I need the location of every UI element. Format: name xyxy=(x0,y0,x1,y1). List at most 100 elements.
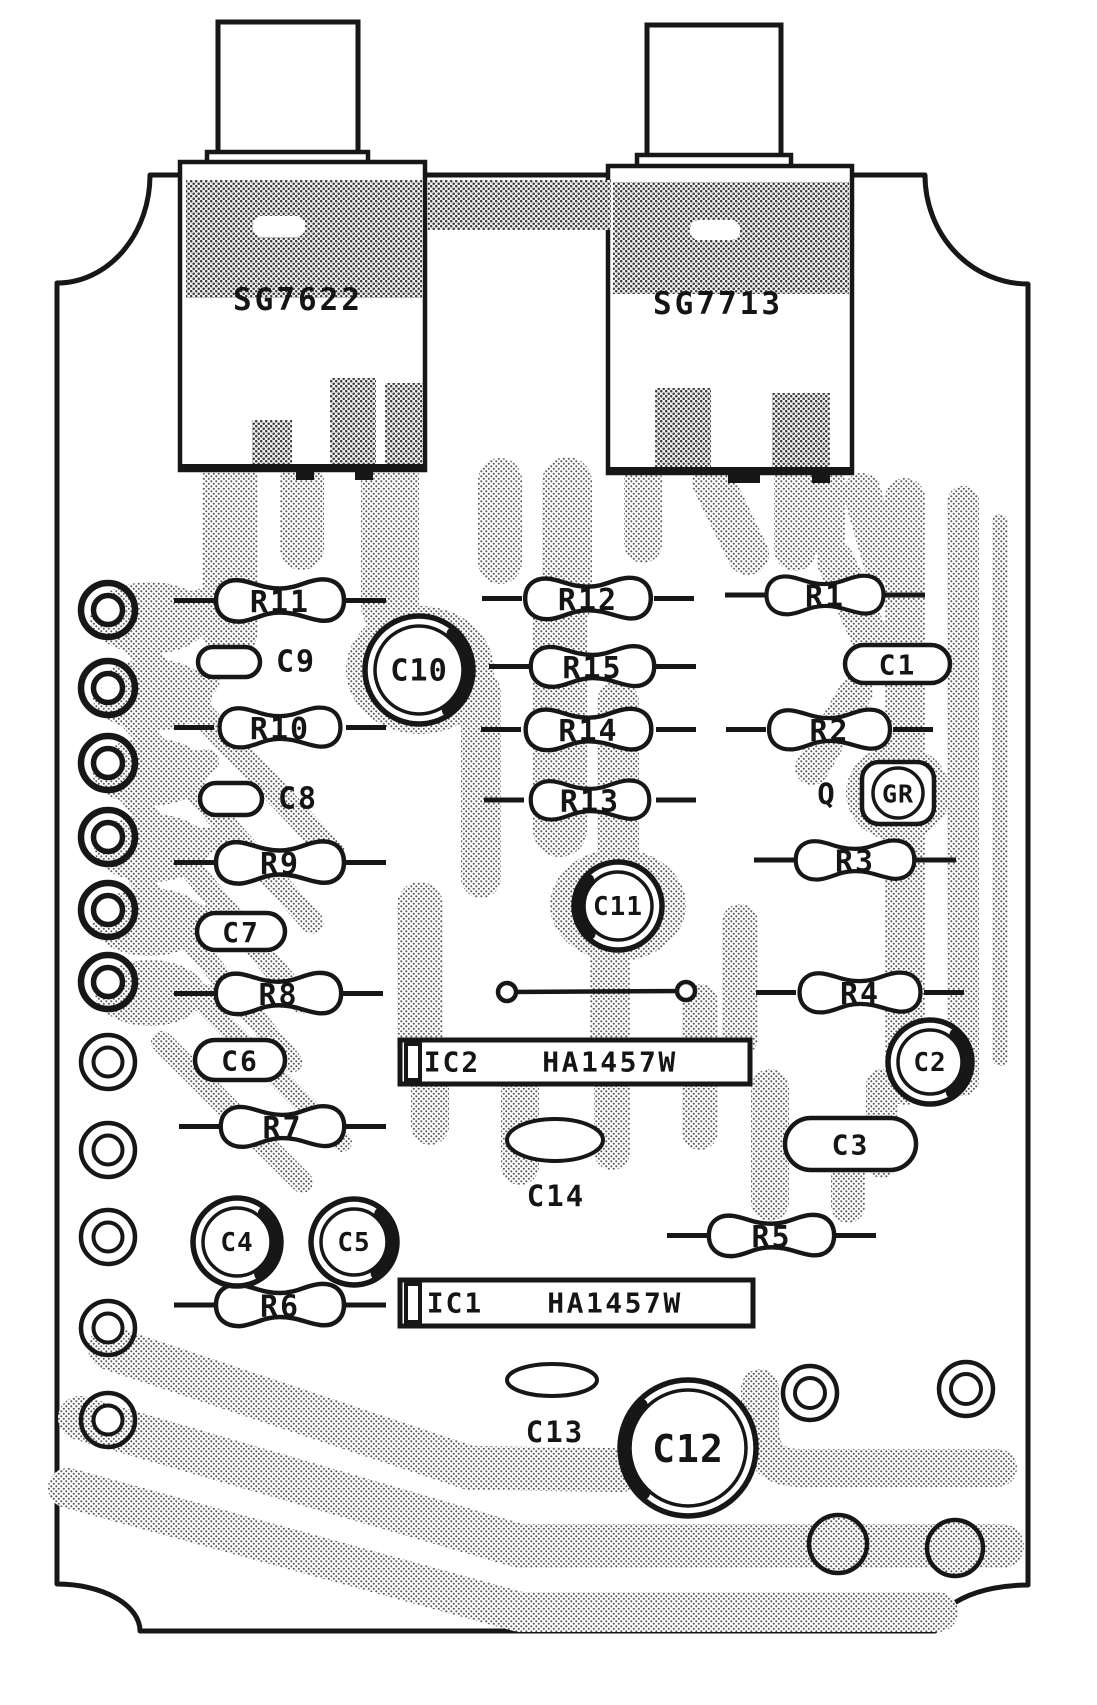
ic-ref-label: IC2 xyxy=(424,1046,481,1079)
module-pin-tab xyxy=(812,471,830,483)
capacitor-inner-ring xyxy=(373,624,465,716)
solder-pad-hole xyxy=(90,964,126,1000)
resistor-label-R14: R14 xyxy=(558,714,618,749)
resistor-label-R13: R13 xyxy=(560,785,620,820)
capacitor-C3 xyxy=(782,1115,919,1173)
capacitor-label-C5: C5 xyxy=(337,1228,370,1258)
polarity-mark xyxy=(617,1398,651,1500)
polarity-mark xyxy=(946,1028,973,1099)
solder-pad-hole xyxy=(949,1372,983,1406)
solder-pad-hole xyxy=(91,1133,125,1167)
solder-pad xyxy=(77,732,139,794)
capacitor-label-C3: C3 xyxy=(832,1129,870,1162)
solder-pad-hole xyxy=(90,670,126,706)
jumper-wire xyxy=(506,988,687,995)
module-notch xyxy=(690,220,740,240)
capacitor-C7 xyxy=(194,910,288,953)
capacitor-label-C6: C6 xyxy=(221,1045,259,1078)
module-shading xyxy=(772,393,830,470)
capacitor-label-C10: C10 xyxy=(390,654,448,689)
jumper-end xyxy=(674,979,698,1003)
polarity-mark xyxy=(573,874,596,940)
transistor-ref-label: Q xyxy=(817,777,834,811)
ic-part-label: HA1457W xyxy=(542,1046,678,1079)
capacitor-inner-ring xyxy=(896,1028,964,1096)
copper-trace xyxy=(88,1326,644,1492)
solder-pad xyxy=(78,1207,138,1267)
capacitor-C14 xyxy=(505,1117,605,1163)
capacitor-label-C12: C12 xyxy=(652,1427,724,1471)
capacitor-inner-ring xyxy=(319,1207,389,1277)
capacitor-C13 xyxy=(505,1362,599,1398)
solder-pad-hole xyxy=(91,1311,125,1345)
solder-pad-hole xyxy=(793,1376,827,1410)
solder-pad-hole xyxy=(90,819,126,855)
solder-pad-hole xyxy=(91,1220,125,1254)
mounting-hole-gray xyxy=(924,1517,986,1579)
module-label-SG7622: SG7622 xyxy=(233,282,363,318)
copper-trace xyxy=(48,1468,958,1632)
resistor-label-R8: R8 xyxy=(258,978,298,1013)
capacitor-label-C4: C4 xyxy=(220,1228,253,1258)
transistor-inner-ring xyxy=(871,766,925,820)
resistor-label-R10: R10 xyxy=(250,712,310,747)
solder-pad-hole xyxy=(90,892,126,928)
capacitor-label-C9: C9 xyxy=(276,645,316,680)
resistor-label-R1: R1 xyxy=(805,580,845,615)
module-shading xyxy=(252,420,292,466)
mounting-hole-gray xyxy=(806,1512,870,1576)
ic-part-label: HA1457W xyxy=(547,1287,683,1320)
module-pin-tab xyxy=(296,468,314,480)
module-pin-tab xyxy=(355,468,373,480)
ic-pin1-stripe xyxy=(404,1282,422,1324)
polarity-mark xyxy=(441,627,474,717)
module-shading xyxy=(427,180,611,230)
capacitor-inner-ring xyxy=(582,870,654,942)
capacitor-label-C8: C8 xyxy=(278,782,318,817)
solder-pad xyxy=(77,657,139,719)
resistor-label-R3: R3 xyxy=(835,845,875,880)
capacitor-label-C1: C1 xyxy=(879,649,917,682)
resistor-label-R6: R6 xyxy=(260,1290,300,1325)
connector-shaft xyxy=(644,22,784,159)
resistor-label-R11: R11 xyxy=(250,585,310,620)
polarity-mark xyxy=(254,1207,282,1280)
module-pin-tab xyxy=(728,471,760,483)
ic-box-IC1 xyxy=(397,1277,756,1329)
capacitor-C1 xyxy=(842,642,953,686)
transistor-label: GR xyxy=(882,780,914,809)
solder-pad xyxy=(77,951,139,1013)
polarity-mark xyxy=(370,1207,398,1280)
copper-trace xyxy=(741,1369,1017,1487)
capacitor-label-C14: C14 xyxy=(527,1179,585,1213)
module-notch xyxy=(253,216,305,237)
solder-pad xyxy=(78,1120,138,1180)
solder-pad xyxy=(77,806,139,868)
capacitor-label-C11: C11 xyxy=(593,892,643,922)
resistor-label-R5: R5 xyxy=(751,1220,791,1255)
ic-ref-label: IC1 xyxy=(427,1287,484,1320)
capacitor-C6 xyxy=(192,1037,288,1083)
module-shading xyxy=(186,180,422,298)
solder-pad-hole xyxy=(91,1403,125,1437)
capacitor-C8 xyxy=(197,780,265,818)
ic-pin1-stripe xyxy=(404,1042,422,1082)
jumper-end xyxy=(495,980,519,1004)
capacitor-label-C13: C13 xyxy=(526,1415,584,1449)
solder-pad-hole xyxy=(90,592,126,628)
resistor-label-R9: R9 xyxy=(260,847,300,882)
solder-pad-hole xyxy=(90,745,126,781)
capacitor-label-C2: C2 xyxy=(913,1048,946,1078)
solder-pad xyxy=(77,579,139,641)
capacitor-label-C7: C7 xyxy=(222,916,260,949)
resistor-label-R12: R12 xyxy=(558,583,618,618)
solder-pad xyxy=(78,1032,138,1092)
module-shading xyxy=(655,388,711,470)
ic-box-IC2 xyxy=(397,1037,753,1087)
module-shading xyxy=(385,383,423,466)
solder-pad-hole xyxy=(91,1045,125,1079)
resistor-label-R7: R7 xyxy=(262,1111,302,1146)
solder-pad xyxy=(77,879,139,941)
